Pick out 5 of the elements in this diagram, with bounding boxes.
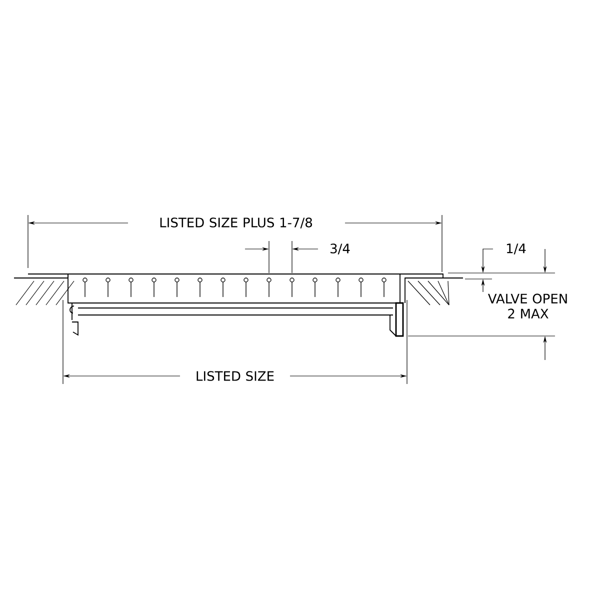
dimension-text: LISTED SIZE [196, 371, 274, 381]
dimension-text: 3/4 [330, 244, 350, 254]
dimension-text: LISTED SIZE PLUS 1-7/8 [160, 218, 312, 228]
dimension-text: VALVE OPEN 2 MAX [488, 294, 567, 318]
dimension-text: 1/4 [506, 244, 526, 254]
